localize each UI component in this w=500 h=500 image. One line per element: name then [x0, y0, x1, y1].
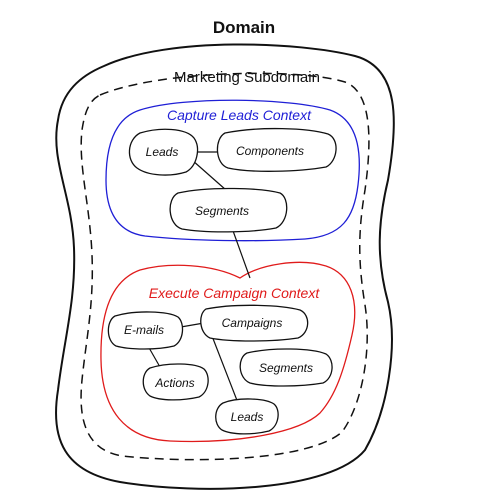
- node-leads-capture: Leads: [128, 128, 199, 176]
- edge-campaigns-leads: [211, 335, 239, 404]
- subdomain-label: Marketing Subdomain: [174, 69, 320, 86]
- node-actions-label: Actions: [154, 376, 194, 390]
- subdomain-boundary: [80, 72, 370, 461]
- node-segments-campaign-label: Segments: [259, 361, 313, 375]
- node-components-label: Components: [236, 144, 304, 158]
- node-leads-capture-label: Leads: [146, 145, 179, 159]
- capture-leads-context-label: Capture Leads Context: [167, 107, 312, 123]
- node-segments-capture: Segments: [169, 187, 288, 233]
- domain-boundary: [54, 43, 395, 490]
- execute-campaign-context-label: Execute Campaign Context: [149, 285, 321, 301]
- node-segments-campaign: Segments: [239, 348, 333, 387]
- node-campaigns-label: Campaigns: [222, 316, 283, 330]
- node-emails: E-mails: [107, 311, 184, 350]
- edge-context-link: [231, 227, 251, 279]
- node-segments-capture-label: Segments: [195, 204, 249, 218]
- node-actions: Actions: [142, 363, 209, 401]
- node-campaigns: Campaigns: [200, 304, 309, 342]
- node-emails-label: E-mails: [124, 323, 164, 337]
- edge-leads-segments: [191, 159, 227, 191]
- capture-leads-context-boundary: [105, 99, 360, 242]
- domain-label: Domain: [213, 18, 275, 37]
- node-leads-campaign-label: Leads: [231, 410, 264, 424]
- node-components: Components: [216, 127, 337, 172]
- node-leads-campaign: Leads: [215, 398, 279, 435]
